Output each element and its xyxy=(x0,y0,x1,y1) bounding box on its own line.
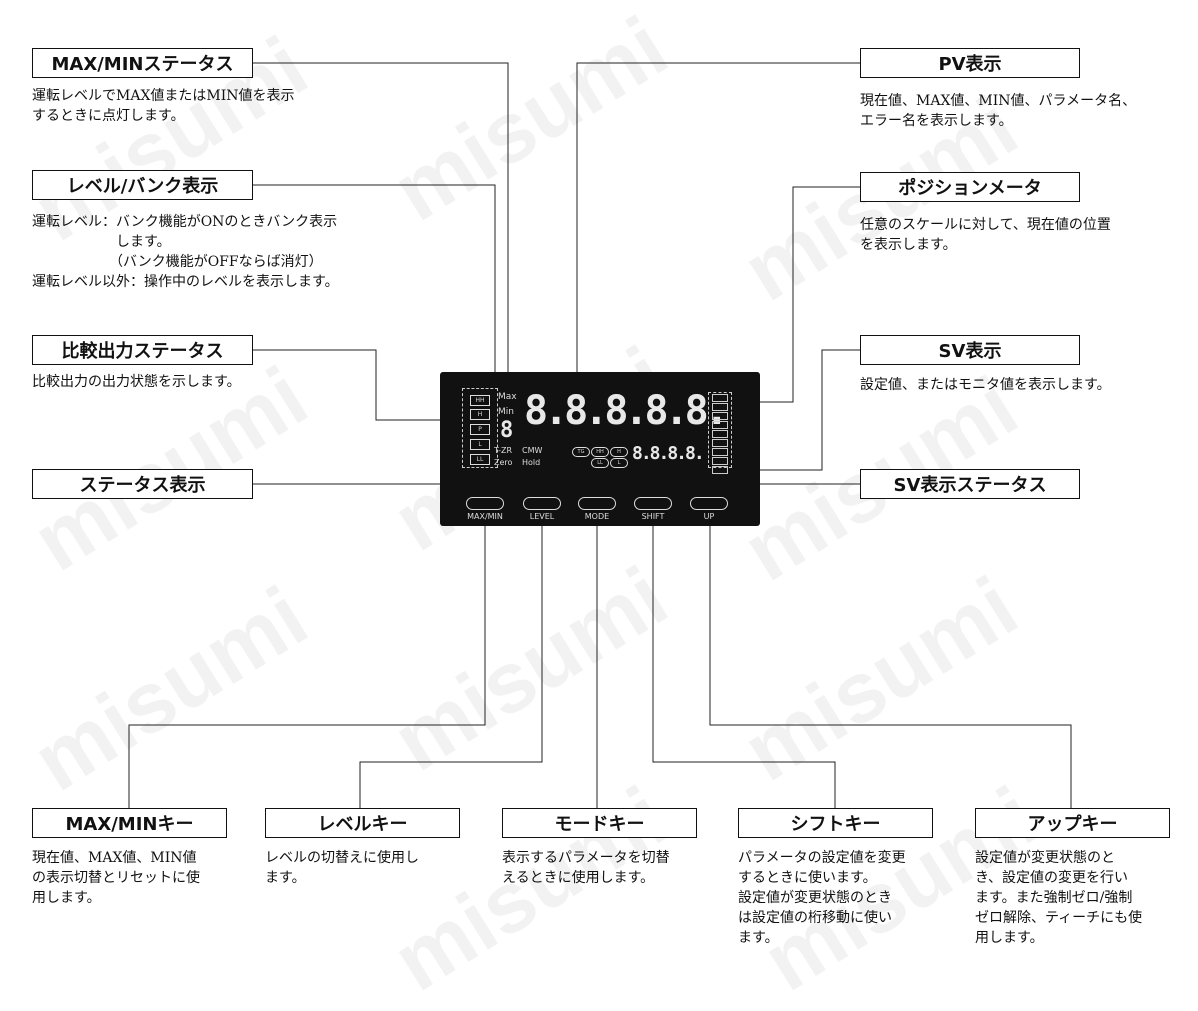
zero-indicator: Zero xyxy=(494,458,513,467)
pv-display-desc: 現在値、MAX値、MIN値、パラメータ名、 エラー名を表示します。 xyxy=(860,93,1137,129)
status-p: P xyxy=(470,424,490,435)
bank-digit: 8 xyxy=(500,418,514,443)
up-key-title: アップキー xyxy=(975,808,1170,838)
level-key-desc: レベルの切替えに使用し ます。 xyxy=(265,850,419,886)
compare-output-label: 比較出力ステータス xyxy=(32,335,253,365)
compare-output-desc: 比較出力の出力状態を示します。 xyxy=(32,374,241,390)
up-key-desc: 設定値が変更状態のと き、設定値の変更を行い ます。また強制ゼロ/強制 ゼロ解除… xyxy=(975,850,1143,946)
status-l: L xyxy=(470,439,490,450)
sv-status-ll: LL xyxy=(591,458,609,468)
status-hh: HH xyxy=(470,395,490,406)
max-min-key-title: MAX/MINキー xyxy=(32,808,227,838)
status-box-frame xyxy=(462,388,498,468)
pv-digits: 8.8.8.8.8. xyxy=(524,388,729,434)
level-key[interactable] xyxy=(523,497,561,510)
sv-status-hh: HH xyxy=(591,447,609,457)
hold-indicator: Hold xyxy=(522,458,541,467)
up-key[interactable] xyxy=(690,497,728,510)
status-h: H xyxy=(470,409,490,420)
sv-status-tg: TG xyxy=(572,447,590,457)
shift-key[interactable] xyxy=(634,497,672,510)
pv-display-label: PV表示 xyxy=(860,48,1080,78)
sv-status-label: SV表示ステータス xyxy=(860,469,1080,499)
display-panel xyxy=(440,372,760,526)
max-min-key[interactable] xyxy=(466,497,504,510)
level-key-title: レベルキー xyxy=(265,808,460,838)
max-min-key-label: MAX/MIN xyxy=(467,512,503,521)
status-display-label: ステータス表示 xyxy=(32,469,253,499)
sv-display-label: SV表示 xyxy=(860,335,1080,365)
max-indicator: Max xyxy=(498,392,517,402)
level-bank-desc: 運転レベル：バンク機能がONのときバンク表示 します。 （バンク機能がOFFなら… xyxy=(32,214,339,290)
sv-display-desc: 設定値、またはモニタ値を表示します。 xyxy=(860,377,1111,393)
sv-digits: 8.8.8.8. xyxy=(632,443,705,464)
position-meter-label: ポジションメータ xyxy=(860,172,1080,202)
level-key-label: LEVEL xyxy=(529,512,555,521)
mode-key-desc: 表示するパラメータを切替 えるときに使用します。 xyxy=(502,850,670,886)
min-indicator: Min xyxy=(498,407,514,417)
max-min-status-desc: 運転レベルでMAX値またはMIN値を表示 するときに点灯します。 xyxy=(32,88,295,124)
sv-status-l: L xyxy=(610,458,628,468)
cmw-indicator: CMW xyxy=(522,446,543,455)
up-key-label: UP xyxy=(703,512,715,521)
mode-key[interactable] xyxy=(578,497,616,510)
mode-key-label: MODE xyxy=(584,512,610,521)
tzr-indicator: T-ZR xyxy=(494,446,513,455)
mode-key-title: モードキー xyxy=(502,808,697,838)
position-meter-desc: 任意のスケールに対して、現在値の位置 を表示します。 xyxy=(860,217,1111,253)
max-min-status-label: MAX/MINステータス xyxy=(32,48,253,78)
status-ll: LL xyxy=(470,454,490,465)
shift-key-desc: パラメータの設定値を変更 するときに使います。 設定値が変更状態のとき は設定値… xyxy=(738,850,906,946)
shift-key-label: SHIFT xyxy=(641,512,665,521)
sv-status-h: H xyxy=(610,447,628,457)
shift-key-title: シフトキー xyxy=(738,808,933,838)
position-meter xyxy=(708,392,732,474)
max-min-key-desc: 現在値、MAX値、MIN値 の表示切替とリセットに使 用します。 xyxy=(32,850,200,906)
level-bank-label: レベル/バンク表示 xyxy=(32,170,253,200)
